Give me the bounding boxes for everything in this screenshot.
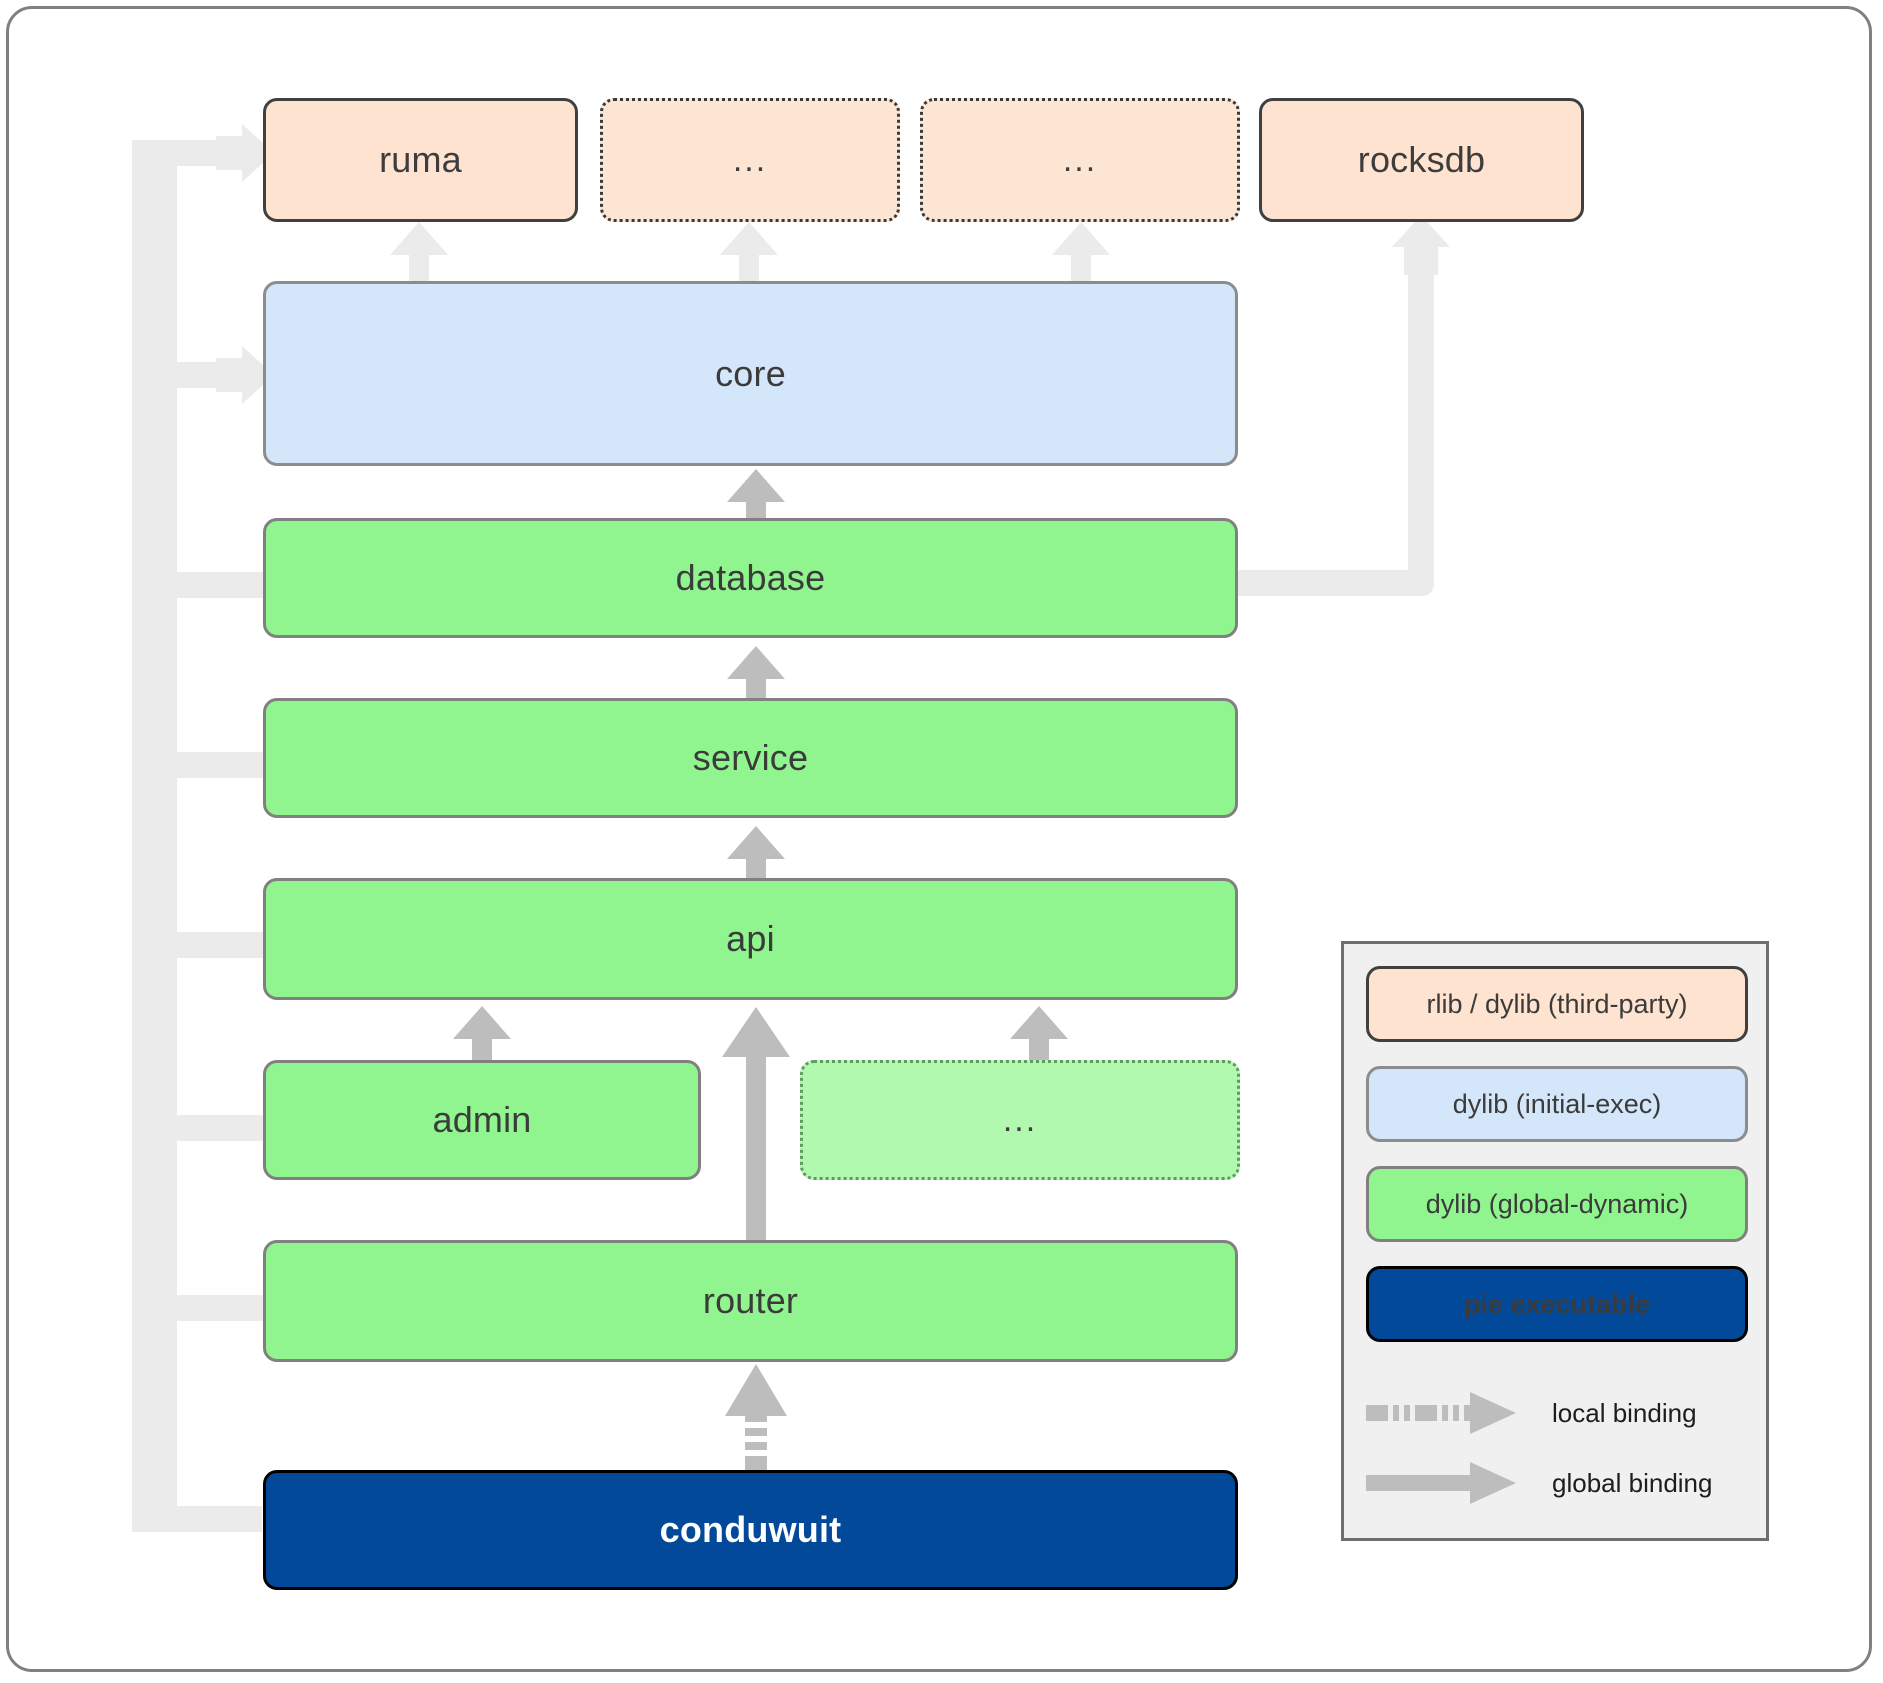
node-admin-label: admin bbox=[432, 1099, 532, 1140]
node-core[interactable]: core bbox=[263, 281, 1238, 466]
edge-core-ellipsis-1 bbox=[720, 221, 778, 283]
bus-rail-vertical bbox=[155, 152, 177, 1508]
node-conduwuit-label: conduwuit bbox=[659, 1509, 842, 1550]
edge-database-rocksdb-horizontal bbox=[1238, 570, 1434, 596]
edge-database-rocksdb-arrowhead bbox=[1392, 215, 1450, 275]
node-api-label: api bbox=[726, 918, 775, 959]
node-ellipsis-top-1-label: ... bbox=[732, 140, 768, 179]
edge-database-rocksdb-vertical bbox=[1408, 262, 1434, 582]
edge-core-ellipsis-2 bbox=[1052, 221, 1110, 283]
legend-item-global-dynamic-label: dylib (global-dynamic) bbox=[1425, 1188, 1689, 1219]
node-rocksdb[interactable]: rocksdb bbox=[1259, 98, 1584, 222]
bus-branch-api bbox=[155, 932, 267, 958]
node-database-label: database bbox=[675, 557, 826, 598]
legend-item-pie-executable: pie executable bbox=[1366, 1266, 1748, 1342]
dashed-arrow-icon bbox=[1366, 1390, 1516, 1436]
legend-item-third-party: rlib / dylib (third-party) bbox=[1366, 966, 1748, 1042]
bus-branch-service bbox=[155, 752, 267, 778]
edge-database-core bbox=[727, 468, 785, 530]
node-ellipsis-admin-row-label: ... bbox=[1002, 1100, 1038, 1139]
bus-branch-database bbox=[155, 572, 267, 598]
bus-branch-router bbox=[155, 1295, 267, 1321]
node-ruma[interactable]: ruma bbox=[263, 98, 578, 222]
node-ellipsis-admin-row[interactable]: ... bbox=[800, 1060, 1240, 1180]
legend-item-initial-exec-label: dylib (initial-exec) bbox=[1452, 1088, 1662, 1119]
legend-binding-global: global binding bbox=[1366, 1452, 1752, 1514]
solid-arrow-icon bbox=[1366, 1460, 1516, 1506]
node-ellipsis-top-2[interactable]: ... bbox=[920, 98, 1240, 222]
node-service[interactable]: service bbox=[263, 698, 1238, 818]
node-database[interactable]: database bbox=[263, 518, 1238, 638]
legend-binding-local: local binding bbox=[1366, 1382, 1752, 1444]
legend-binding-local-label: local binding bbox=[1552, 1397, 1697, 1428]
edge-conduwuit-router bbox=[725, 1362, 787, 1470]
node-admin[interactable]: admin bbox=[263, 1060, 701, 1180]
bus-arrowhead-ruma bbox=[216, 124, 276, 182]
edge-api-service bbox=[727, 825, 785, 889]
node-ruma-label: ruma bbox=[379, 139, 462, 180]
node-ellipsis-top-1[interactable]: ... bbox=[600, 98, 900, 222]
edge-ellipsis-api bbox=[1010, 1005, 1068, 1069]
node-core-label: core bbox=[715, 352, 786, 394]
node-conduwuit[interactable]: conduwuit bbox=[263, 1470, 1238, 1590]
edge-service-database bbox=[727, 645, 785, 709]
node-api[interactable]: api bbox=[263, 878, 1238, 1000]
node-router[interactable]: router bbox=[263, 1240, 1238, 1362]
bus-branch-conduwuit bbox=[132, 1506, 262, 1532]
bus-branch-admin bbox=[155, 1115, 267, 1141]
legend-item-third-party-label: rlib / dylib (third-party) bbox=[1426, 988, 1688, 1019]
edge-router-api bbox=[722, 1005, 790, 1252]
legend-item-pie-executable-label: pie executable bbox=[1463, 1288, 1651, 1319]
bus-trunk-vertical bbox=[132, 140, 158, 1532]
legend-item-initial-exec: dylib (initial-exec) bbox=[1366, 1066, 1748, 1142]
legend-panel: rlib / dylib (third-party) dylib (initia… bbox=[1341, 941, 1769, 1541]
edge-core-ruma bbox=[390, 221, 448, 283]
node-router-label: router bbox=[702, 1280, 799, 1321]
bus-arrowhead-core bbox=[216, 346, 276, 404]
node-ellipsis-top-2-label: ... bbox=[1062, 140, 1098, 179]
node-rocksdb-label: rocksdb bbox=[1357, 139, 1486, 180]
legend-binding-global-label: global binding bbox=[1552, 1467, 1713, 1498]
legend-item-global-dynamic: dylib (global-dynamic) bbox=[1366, 1166, 1748, 1242]
node-service-label: service bbox=[692, 737, 809, 778]
edge-admin-api bbox=[453, 1005, 511, 1069]
